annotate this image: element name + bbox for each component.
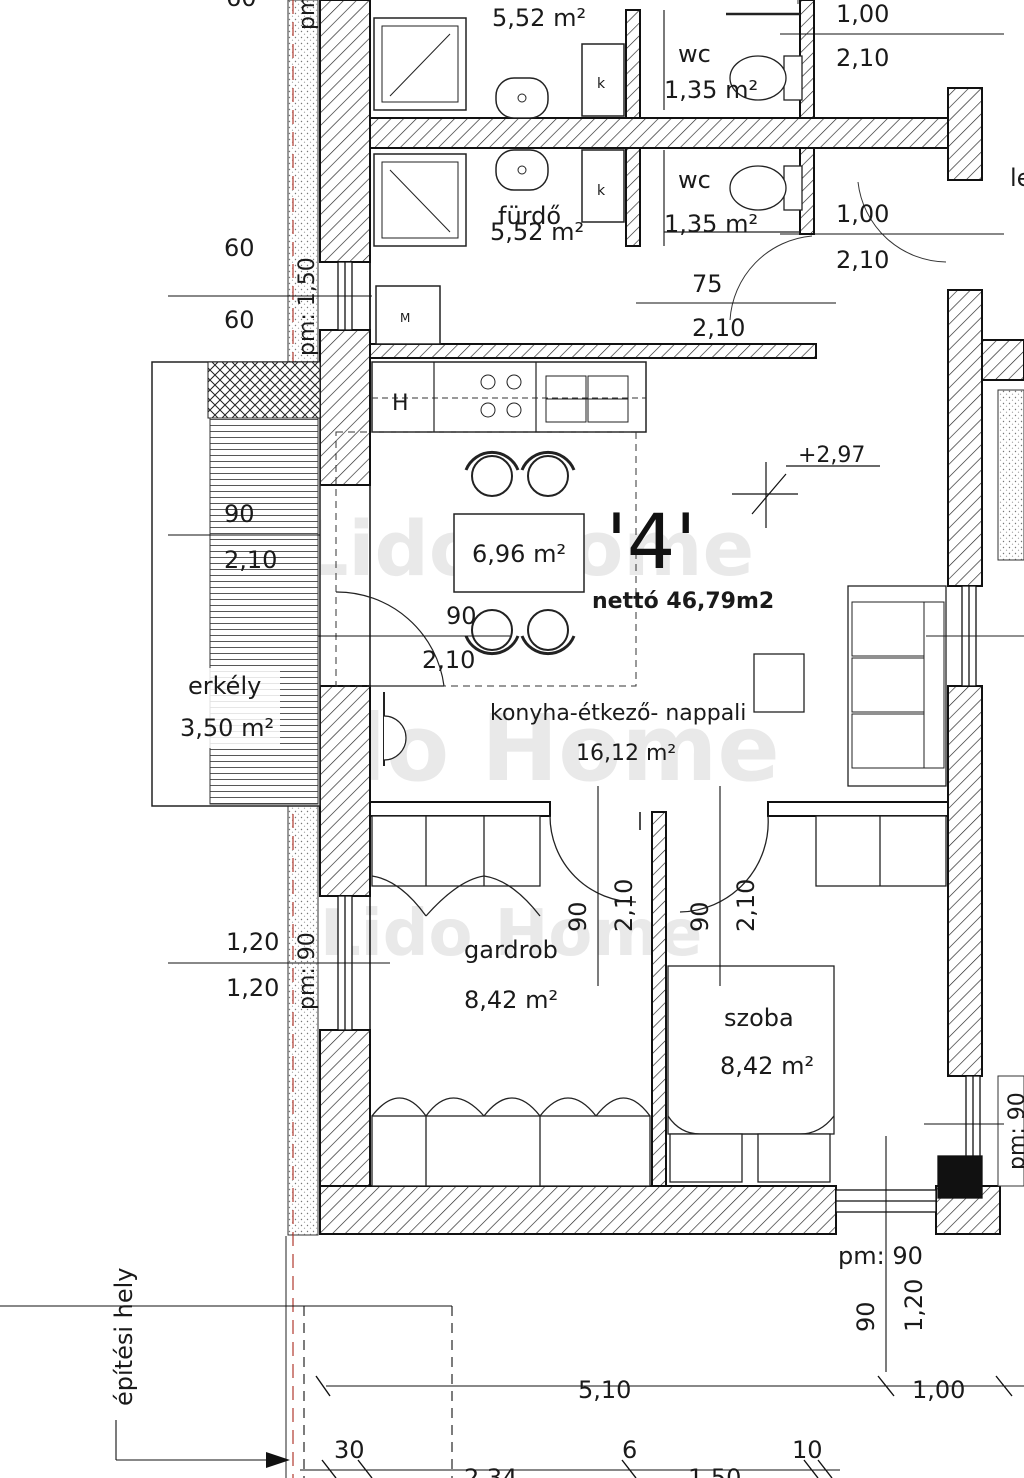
balcony: erkély 3,50 m² bbox=[151, 361, 321, 807]
dim-label: 2,10 bbox=[836, 44, 889, 72]
bath-area: 5,52 m² bbox=[490, 218, 584, 246]
wc-name: wc bbox=[678, 166, 711, 194]
level-marker bbox=[732, 462, 880, 528]
fixture-label: k bbox=[597, 76, 606, 92]
dimension-lines bbox=[0, 33, 1024, 1478]
fixture-label: H bbox=[392, 391, 409, 416]
dim-label: 2,10 bbox=[732, 879, 760, 932]
right-facade bbox=[997, 1075, 1024, 1187]
net-area: nettó 46,79m2 bbox=[592, 589, 774, 614]
dim-label: 1,00 bbox=[912, 1376, 965, 1404]
balcony-name: erkély bbox=[188, 672, 261, 700]
wardrobe bbox=[371, 815, 651, 1187]
apartment-number: '4' bbox=[606, 497, 696, 586]
dim-label: 2,10 bbox=[692, 314, 745, 342]
dim-label: pm bbox=[295, 0, 320, 30]
dim-label: 60 bbox=[224, 234, 255, 262]
right-facade bbox=[997, 389, 1024, 561]
bath-top: k 5,52 m² bbox=[373, 4, 625, 119]
site-label: építési hely bbox=[110, 1268, 138, 1407]
wc-top-area: 1,35 m² bbox=[664, 76, 758, 104]
fixture-label: k bbox=[597, 183, 606, 199]
living-furniture bbox=[753, 585, 1024, 787]
bedroom-name: szoba bbox=[724, 1004, 794, 1032]
dim-label: 2,10 bbox=[422, 646, 475, 674]
dining-area: 6,96 m² bbox=[472, 540, 566, 568]
dim-label: 10 bbox=[792, 1436, 823, 1464]
dim-label: 1,00 bbox=[836, 0, 889, 28]
dim-label: 60 bbox=[226, 0, 257, 12]
dim-label: le bbox=[1010, 164, 1024, 192]
wc-top-name: wc bbox=[678, 40, 711, 68]
dim-label: 90 bbox=[224, 500, 255, 528]
entrance-door bbox=[335, 591, 445, 766]
dim-label: 1,50 bbox=[688, 1464, 741, 1478]
bath: k fürdő M bbox=[373, 149, 625, 345]
bath-top-area: 5,52 m² bbox=[492, 4, 586, 32]
dim-label: 5,10 bbox=[578, 1376, 631, 1404]
dim-label: 2,10 bbox=[836, 246, 889, 274]
living-area: 16,12 m² bbox=[576, 741, 676, 766]
wardrobe-name: gardrob bbox=[464, 936, 558, 964]
watermark-text: Lido Home bbox=[320, 897, 702, 971]
bath-name: fürdő bbox=[498, 202, 561, 230]
dim-label: 1,00 bbox=[836, 200, 889, 228]
dim-label: 90 bbox=[564, 901, 592, 932]
bedroom bbox=[667, 815, 947, 1183]
dim-label: 60 bbox=[224, 306, 255, 334]
wc-area: 1,35 m² bbox=[664, 210, 758, 238]
balcony-area: 3,50 m² bbox=[180, 714, 274, 742]
level-label: +2,97 bbox=[798, 443, 865, 468]
dim-label: pm: 1,50 bbox=[295, 257, 320, 356]
dim-label: 90 bbox=[686, 901, 714, 932]
dim-label: pm: 90 bbox=[295, 932, 320, 1010]
wc: wc 1,35 m² bbox=[663, 150, 947, 321]
dim-label: 2,10 bbox=[610, 879, 638, 932]
dim-label: 75 bbox=[692, 270, 723, 298]
dim-label: 30 bbox=[334, 1436, 365, 1464]
wc-top: wc 1,35 m² bbox=[663, 0, 980, 110]
dim-label: 2,10 bbox=[224, 546, 277, 574]
dim-label: 2,34 bbox=[464, 1464, 517, 1478]
dim-label: 90 bbox=[852, 1301, 880, 1332]
wardrobe-area: 8,42 m² bbox=[464, 986, 558, 1014]
dim-label: 90 bbox=[446, 602, 477, 630]
kitchen-counter: H bbox=[371, 361, 647, 433]
dimension-ticks bbox=[315, 1375, 1013, 1478]
dim-label: 1,20 bbox=[900, 1279, 928, 1332]
dining-table: 6,96 m² bbox=[335, 431, 637, 687]
dim-label: 1,20 bbox=[226, 974, 279, 1002]
arrow-icon bbox=[266, 1452, 290, 1468]
dim-label: 6 bbox=[622, 1436, 637, 1464]
bedroom-area: 8,42 m² bbox=[720, 1052, 814, 1080]
walls bbox=[319, 0, 1024, 1235]
dim-label: pm: 90 bbox=[1005, 1092, 1024, 1170]
living-name: konyha-étkező- nappali bbox=[490, 701, 746, 726]
dim-label: pm: 90 bbox=[838, 1242, 923, 1270]
fixture-label: M bbox=[400, 311, 410, 325]
dim-label: 1,20 bbox=[226, 928, 279, 956]
